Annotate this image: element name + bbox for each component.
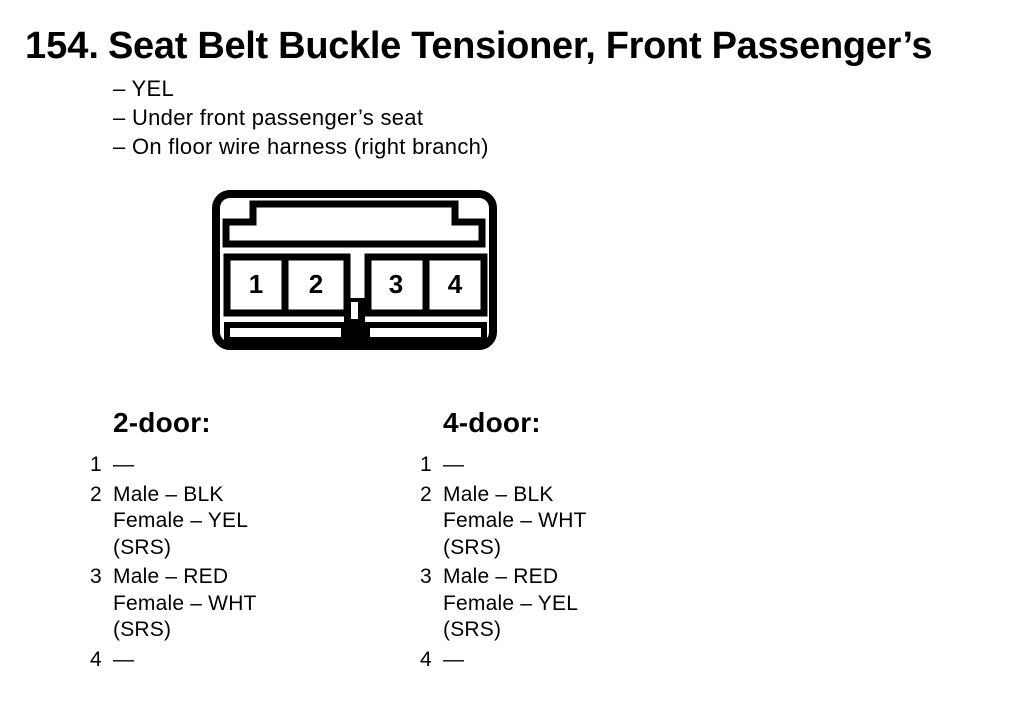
item-number: 154.: [25, 25, 99, 67]
pin-number: 1: [420, 453, 432, 476]
pin-line: —: [113, 453, 135, 476]
pin-entry: 2 Male – BLK Female – YEL (SRS): [90, 482, 410, 562]
pin-entry: 1 —: [90, 452, 410, 479]
pinout-entries: 1 — 2 Male – BLK Female – YEL (SRS) 3 Ma…: [90, 452, 410, 673]
pin-line: —: [113, 647, 135, 671]
pin-line: (SRS): [443, 535, 502, 559]
pin-line: (SRS): [113, 535, 172, 559]
pin-line: Male – BLK: [113, 482, 224, 506]
pin-number: 2: [90, 482, 102, 506]
pin-line: —: [443, 453, 465, 476]
pin-line: Female – WHT: [443, 509, 587, 532]
pin-entry: 4 —: [420, 647, 740, 674]
pin-number: 3: [90, 565, 102, 588]
pin-cell-label-2: 2: [309, 269, 323, 299]
pin-line: Female – YEL: [443, 591, 579, 615]
pin-entry: 2 Male – BLK Female – WHT (SRS): [420, 482, 740, 562]
pin-line: Female – WHT: [113, 591, 257, 615]
pinout-entries: 1 — 2 Male – BLK Female – WHT (SRS) 3 Ma…: [420, 452, 740, 673]
pin-number: 3: [420, 565, 432, 588]
page-title: Seat Belt Buckle Tensioner, Front Passen…: [108, 25, 933, 67]
pin-entry: 4 —: [90, 647, 410, 674]
pin-line: Female – YEL: [113, 509, 249, 532]
pin-line: (SRS): [443, 618, 502, 641]
column-heading-4-door: 4-door:: [443, 407, 541, 438]
pinout-column-2-door: 2-door: 1 — 2 Male – BLK Female – YEL (S…: [90, 406, 410, 676]
pin-number: 4: [420, 647, 432, 671]
bottom-rail-left: [224, 322, 347, 343]
center-notch-slot: [351, 302, 358, 319]
bottom-rail-right: [364, 322, 487, 343]
note-line: – Under front passenger’s seat: [113, 105, 424, 130]
pin-line: Male – RED: [443, 565, 559, 588]
note-line: – YEL: [113, 76, 175, 101]
center-notch-block: [344, 298, 365, 342]
pin-number: 1: [90, 453, 102, 476]
connector-key-rib: [222, 200, 486, 248]
connector-diagram: 1 2 3 4: [212, 190, 497, 350]
pin-cell-label-3: 3: [389, 269, 403, 299]
pin-entry: 1 —: [420, 452, 740, 479]
pin-cell-label-1: 1: [249, 269, 263, 299]
pinout-column-4-door: 4-door: 1 — 2 Male – BLK Female – WHT (S…: [420, 406, 740, 676]
pin-number: 4: [90, 647, 102, 671]
pin-line: Male – BLK: [443, 482, 554, 506]
pin-entry: 3 Male – RED Female – WHT (SRS): [90, 564, 410, 644]
pin-number: 2: [420, 482, 432, 506]
pin-line: Male – RED: [113, 565, 229, 588]
pin-line: (SRS): [113, 618, 172, 641]
location-notes: – YEL – Under front passenger’s seat – O…: [113, 74, 489, 161]
pin-line: —: [443, 647, 465, 671]
column-heading-2-door: 2-door:: [113, 407, 211, 438]
pin-entry: 3 Male – RED Female – YEL (SRS): [420, 564, 740, 644]
pin-cell-label-4: 4: [448, 269, 463, 299]
note-line: – On floor wire harness (right branch): [113, 134, 489, 159]
